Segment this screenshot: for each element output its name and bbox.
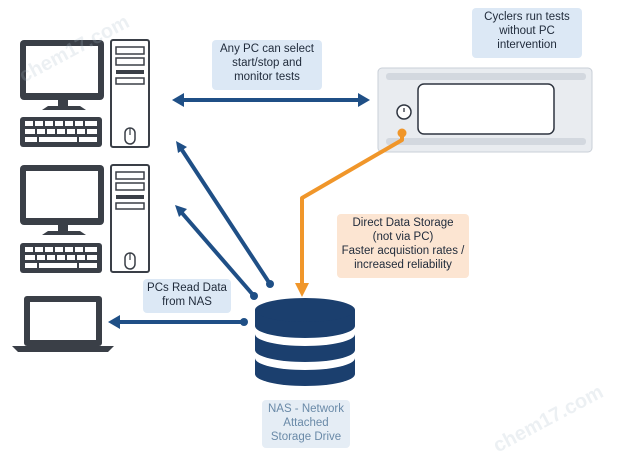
arrow-cycler-to-nas (295, 128, 407, 297)
any-pc-label: Any PC can select start/stop and monitor… (212, 40, 322, 90)
database-icon (255, 298, 355, 386)
pcs-read-line-2: from NAS (162, 296, 212, 308)
arrow-nas-to-laptop (108, 315, 248, 329)
cyclers-label: Cyclers run tests without PC interventio… (472, 8, 582, 58)
any-pc-line-3: monitor tests (234, 71, 300, 83)
pcs-read-label: PCs Read Data from NAS (143, 279, 231, 313)
desktop-computer-icon (20, 39, 150, 148)
desktop-computer-icon (20, 164, 150, 273)
nas-line-3: Storage Drive (270, 431, 342, 443)
cyclers-line-3: intervention (497, 39, 557, 51)
laptop-icon (12, 296, 114, 352)
cyclers-line-1: Cyclers run tests (484, 11, 570, 23)
direct-storage-label: Direct Data Storage (not via PC) Faster … (337, 214, 469, 278)
direct-storage-line-2: (not via PC) (372, 231, 434, 243)
cyclers-line-2: without PC (499, 25, 555, 37)
arrow-nas-to-pc2 (175, 205, 258, 300)
arrow-nas-to-pc1 (176, 141, 274, 288)
nas-label: NAS - Network Attached Storage Drive (262, 400, 350, 448)
battery-cycler-icon (377, 67, 593, 153)
direct-storage-line-3: Faster acquistion rates / (341, 245, 465, 257)
nas-line-2: Attached (283, 417, 329, 429)
any-pc-line-2: start/stop and (232, 57, 302, 69)
direct-storage-line-4: increased reliability (354, 259, 452, 271)
any-pc-line-1: Any PC can select (220, 43, 314, 55)
arrow-pc-cycler-bidirectional (172, 93, 370, 107)
nas-line-1: NAS - Network (267, 403, 345, 415)
direct-storage-line-1: Direct Data Storage (352, 217, 454, 229)
pcs-read-line-1: PCs Read Data (147, 282, 227, 294)
